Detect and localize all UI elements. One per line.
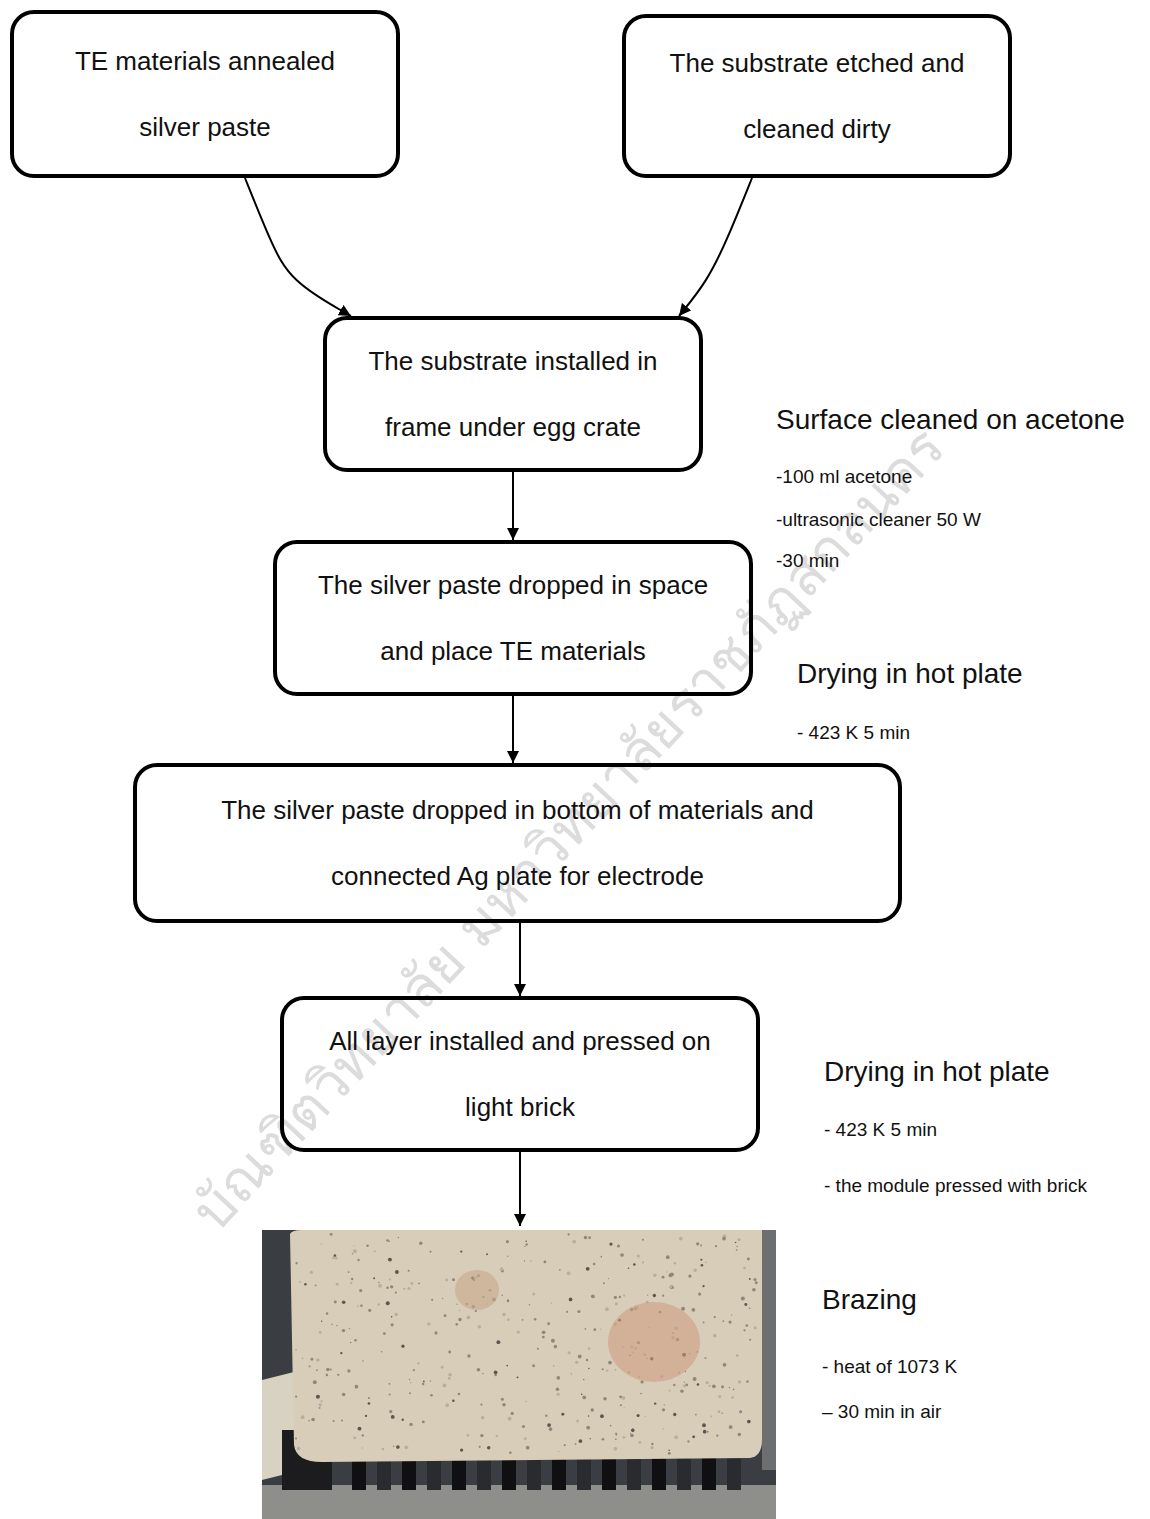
step-text: The substrate etched and cleaned dirty [662,30,972,162]
step-note: – 30 min in air [822,1401,941,1423]
step-note: -100 ml acetone [776,466,912,488]
step-note: - 423 K 5 min [797,722,910,744]
step-note: Surface cleaned on acetone [776,404,1125,436]
flow-arrow [512,472,514,540]
step-text: The silver paste dropped in space and pl… [311,552,715,684]
step-note: Brazing [822,1284,917,1316]
process-box: TE materials annealed silver paste [10,10,400,178]
module-photo [262,1230,776,1519]
step-text: The silver paste dropped in bottom of ma… [197,777,838,909]
step-note: Drying in hot plate [797,658,1023,690]
step-text: The substrate installed in frame under e… [351,328,675,460]
flow-arrow [512,696,514,763]
step-note: - the module pressed with brick [824,1175,1087,1197]
arrow-to-photo [519,1152,521,1226]
process-box: The silver paste dropped in bottom of ma… [133,763,902,923]
step-note: - heat of 1073 K [822,1356,957,1378]
step-text: All layer installed and pressed on light… [324,1008,716,1140]
process-box: The substrate etched and cleaned dirty [622,14,1012,178]
process-box: The silver paste dropped in space and pl… [273,540,753,696]
process-box: The substrate installed in frame under e… [323,316,703,472]
step-note: -ultrasonic cleaner 50 W [776,509,981,531]
flow-arrow [679,178,752,316]
step-note: - 423 K 5 min [824,1119,937,1141]
process-box: All layer installed and pressed on light… [280,996,760,1152]
step-text: TE materials annealed silver paste [52,28,358,160]
step-note: -30 min [776,550,839,572]
flow-arrow [245,178,351,316]
step-note: Drying in hot plate [824,1056,1050,1088]
